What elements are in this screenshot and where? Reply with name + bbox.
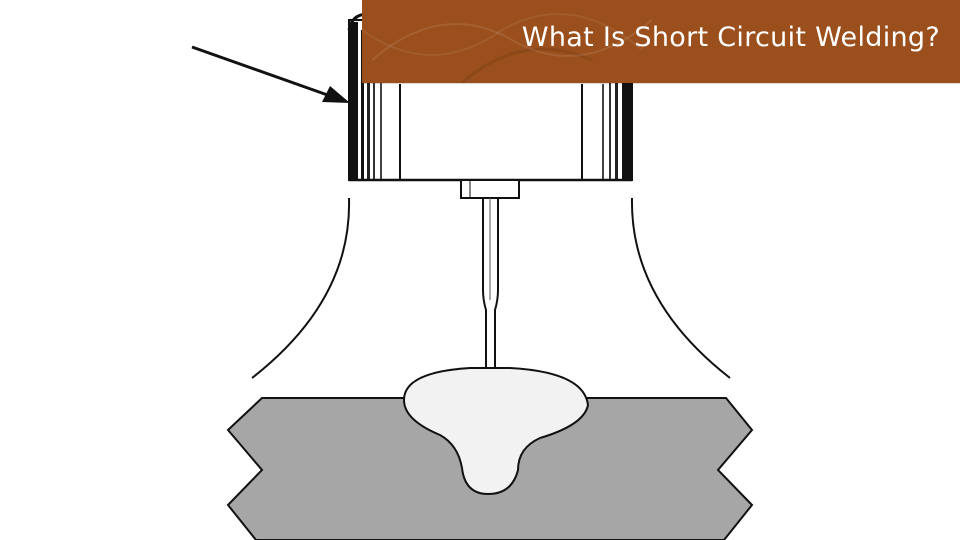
contact-tip	[460, 179, 520, 199]
pointer-arrow	[191, 45, 350, 103]
banner-texture	[362, 13, 653, 83]
electrode-wire	[482, 198, 499, 368]
page-title: What Is Short Circuit Welding?	[521, 22, 940, 53]
shielding-gas-lines	[251, 197, 731, 379]
title-banner: What Is Short Circuit Welding?	[362, 0, 960, 83]
weld-pool	[402, 367, 590, 496]
